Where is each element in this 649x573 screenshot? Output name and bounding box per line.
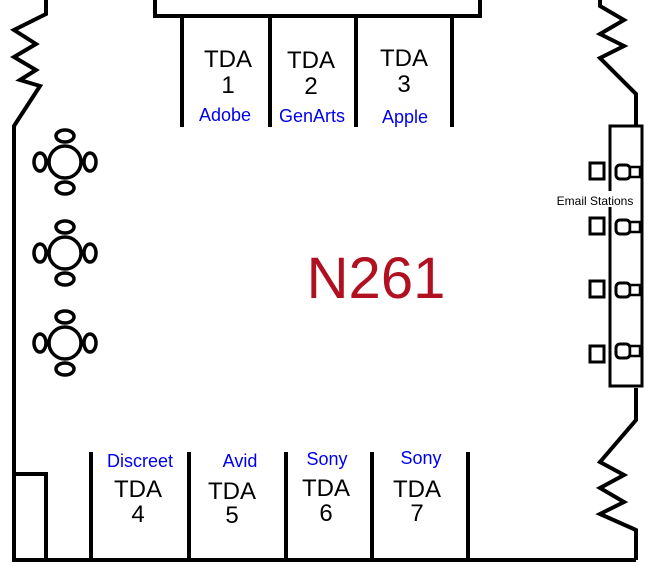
- email-stations-label: Email Stations: [557, 194, 634, 208]
- booth-label-line1: TDA: [393, 476, 441, 503]
- room-number: N261: [307, 246, 446, 311]
- booth-label-line2: 1: [221, 72, 234, 99]
- booth-sponsor: Apple: [382, 107, 428, 127]
- booth-tda-4: Discreet TDA 4: [107, 451, 173, 528]
- booth-label-line2: 5: [225, 502, 238, 529]
- booth-sponsor: Sony: [306, 449, 347, 469]
- top-booth-walls: [180, 16, 454, 127]
- booth-label-line1: TDA: [208, 478, 256, 505]
- workstation-icon: [588, 216, 642, 236]
- booth-label-line1: TDA: [204, 46, 252, 73]
- bottom-booth-walls: [89, 452, 470, 560]
- outer-walls: [9, 0, 638, 562]
- round-table-icon: [32, 128, 98, 196]
- round-table-icon: [32, 219, 98, 287]
- booth-tda-3: TDA 3 Apple: [380, 45, 428, 127]
- round-table-icon: [32, 309, 98, 377]
- workstation-icon: [588, 161, 642, 181]
- booth-label-line2: 3: [397, 71, 410, 98]
- booth-tda-5: Avid TDA 5: [208, 451, 257, 529]
- workstation-icon: [588, 342, 642, 364]
- booth-label-line1: TDA: [380, 45, 428, 72]
- booth-label-line1: TDA: [287, 47, 335, 74]
- booth-sponsor: Adobe: [199, 105, 251, 125]
- booth-label-line2: 6: [319, 500, 332, 527]
- booth-tda-6: Sony TDA 6: [302, 449, 350, 527]
- booth-sponsor: GenArts: [279, 106, 345, 126]
- email-stations: Email Stations: [552, 124, 644, 388]
- booth-label-line1: TDA: [302, 475, 350, 502]
- booth-sponsor: Sony: [400, 448, 441, 468]
- booth-label-line2: 4: [131, 501, 144, 528]
- workstation-icon: [588, 279, 642, 299]
- booth-label-line2: 7: [410, 500, 423, 527]
- booth-sponsor: Avid: [223, 451, 258, 471]
- booth-tda-7: Sony TDA 7: [393, 448, 442, 527]
- booth-tda-1: TDA 1 Adobe: [199, 46, 252, 125]
- booth-tda-2: TDA 2 GenArts: [279, 47, 345, 126]
- booth-label-line1: TDA: [114, 476, 162, 503]
- booth-sponsor: Discreet: [107, 451, 173, 471]
- booth-label-line2: 2: [304, 73, 317, 100]
